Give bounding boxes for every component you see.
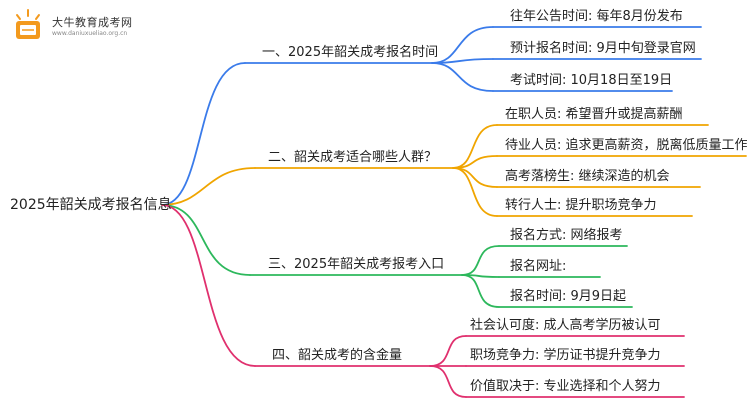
connector-b2-c3 <box>452 167 498 188</box>
root-node: 2025年韶关成考报名信息 <box>10 197 172 213</box>
branch-3-label: 三、2025年韶关成考报考入口 <box>268 257 445 272</box>
connector-b1-c1 <box>431 26 494 64</box>
branch-2-item-2: 待业人员: 追求更高薪资，脱离低质量工作 <box>505 138 748 153</box>
branch-4-item-3: 价值取决于: 专业选择和个人努力 <box>470 379 661 394</box>
branch-2-item-3: 高考落榜生: 继续深造的机会 <box>505 169 670 184</box>
branch-3-item-1: 报名方式: 网络报考 <box>510 228 623 243</box>
branch-1-item-3: 考试时间: 10月18日至19日 <box>510 73 673 88</box>
branch-1-item-1: 往年公告时间: 每年8月份发布 <box>510 9 683 24</box>
connector-b4-c1 <box>429 335 467 367</box>
branch-2-item-4: 转行人士: 提升职场竞争力 <box>505 198 657 213</box>
connector-b3-c1 <box>461 245 500 276</box>
logo: 大牛教育成考网 www.daniuxueliao.org.cn <box>8 6 138 46</box>
branch-4-item-1: 社会认可度: 成人高考学历被认可 <box>470 318 661 333</box>
branch-1-label: 一、2025年韶关成考报名时间 <box>262 45 439 60</box>
connector-root-b4 <box>161 204 256 367</box>
connector-root-b1 <box>161 62 246 206</box>
connector-root-b2 <box>161 167 256 206</box>
connector-root-b3 <box>161 204 251 276</box>
connector-b1-c3 <box>431 62 494 92</box>
branch-2-label: 二、韶关成考适合哪些人群？ <box>268 150 438 165</box>
connector-b4-c3 <box>429 365 467 398</box>
branch-4-label: 四、韶关成考的含金量 <box>272 348 403 363</box>
branch-4-item-2: 职场竞争力: 学历证书提升竞争力 <box>470 348 661 363</box>
connector-b3-c3 <box>461 274 500 308</box>
branch-3-item-3: 报名时间: 9月9日起 <box>510 289 627 304</box>
branch-3-item-2: 报名网址: <box>510 259 567 274</box>
logo-name: 大牛教育成考网 <box>52 16 133 29</box>
logo-url: www.daniuxueliao.org.cn <box>52 30 128 37</box>
connector-b2-c4 <box>452 167 498 217</box>
branch-1-item-2: 预计报名时间: 9月中旬登录官网 <box>510 41 696 56</box>
branch-2-item-1: 在职人员: 希望晋升或提高薪酬 <box>505 107 683 122</box>
logo-mark-icon <box>16 9 40 39</box>
